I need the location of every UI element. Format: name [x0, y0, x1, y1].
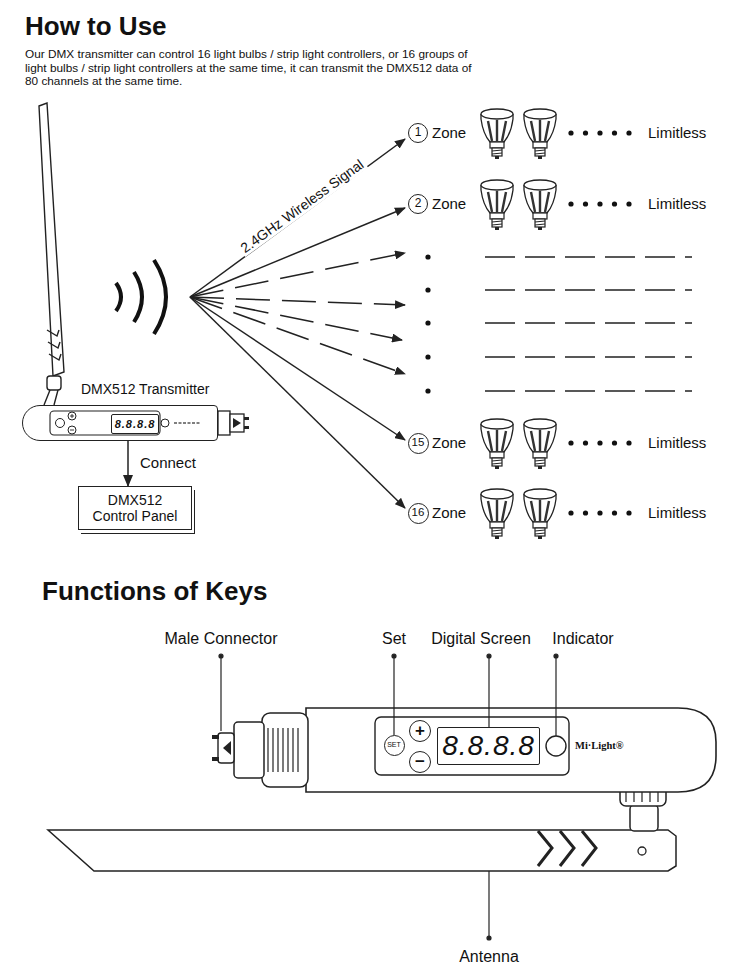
- device-heading: DMX512 Transmitter: [81, 381, 209, 397]
- zone-number: 16: [408, 503, 429, 524]
- node-text: 16: [412, 506, 425, 519]
- connector-arrow: [127, 441, 129, 486]
- zone-label: Zone: [432, 504, 466, 521]
- limitless-label: Limitless: [648, 124, 706, 141]
- minus-button: −: [409, 751, 431, 773]
- limitless-label: Limitless: [648, 434, 706, 451]
- digital-screen: 8.8.8.8: [111, 414, 159, 434]
- limitless-label: Limitless: [648, 195, 706, 212]
- part-name: Male Connector: [165, 630, 278, 648]
- brand-logo: Mi·Light®: [575, 740, 624, 752]
- node-text: +: [415, 721, 425, 741]
- part-name: Set: [382, 630, 406, 648]
- node-text: 1: [415, 126, 422, 140]
- transmitter-device: DMX512 Transmitter8.8.8.8: [22, 405, 218, 441]
- control-panel-box: DMX512 Control Panel: [78, 486, 192, 530]
- part-name: Indicator: [552, 630, 613, 648]
- edge-label: Connect: [140, 453, 196, 470]
- part-name: Antenna: [459, 948, 519, 966]
- node-text: −: [415, 752, 425, 772]
- node-text: 15: [412, 436, 425, 449]
- page-title: How to Use: [25, 12, 167, 42]
- description-text: Our DMX transmitter can control 16 light…: [25, 48, 475, 89]
- section-heading: Functions of Keys: [42, 577, 267, 607]
- node-text: SET: [387, 741, 401, 749]
- part-name: Digital Screen: [431, 630, 531, 648]
- signal-label: 2.4GHz Wireless Signal: [236, 155, 368, 257]
- node-text: DMX512 Control Panel: [89, 492, 181, 524]
- zone-number: 1: [408, 123, 428, 143]
- zone-label: Zone: [432, 124, 466, 141]
- plus-button: +: [409, 720, 431, 742]
- set-button: SET: [384, 735, 405, 756]
- limitless-label: Limitless: [648, 504, 706, 521]
- digital-screen: 8.8.8.8: [437, 727, 540, 765]
- node-text: 8.8.8.8: [115, 418, 156, 431]
- zone-label: Zone: [432, 195, 466, 212]
- node-text: 8.8.8.8: [442, 730, 535, 762]
- zone-number: 2: [408, 194, 428, 214]
- node-text: 2: [415, 197, 422, 211]
- zone-label: Zone: [432, 434, 466, 451]
- zone-number: 15: [408, 433, 429, 454]
